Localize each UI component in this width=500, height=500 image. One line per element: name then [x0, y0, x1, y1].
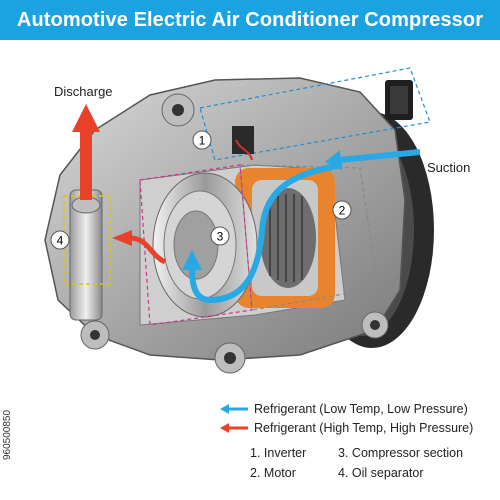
callout-4: 4 [50, 230, 70, 250]
discharge-label: Discharge [54, 84, 113, 99]
scroll-compressor [152, 172, 258, 318]
legend-low-pressure: Refrigerant (Low Temp, Low Pressure) [220, 402, 468, 416]
legend-low-pressure-text: Refrigerant (Low Temp, Low Pressure) [254, 402, 468, 416]
callout-3: 3 [210, 226, 230, 246]
svg-text:1: 1 [199, 134, 206, 148]
callout-1: 1 [192, 130, 212, 150]
inverter-wiring [232, 126, 254, 161]
low-pressure-flow [182, 149, 421, 304]
compressor-box [139, 164, 253, 326]
suction-label: Suction [427, 160, 471, 175]
mounting-lugs [80, 93, 389, 374]
part-item: 3. Compressor section [338, 446, 464, 460]
legend-high-pressure: Refrigerant (High Temp, High Pressure) [220, 421, 473, 435]
part-item: 1. Inverter [250, 446, 307, 460]
svg-text:2: 2 [339, 204, 346, 218]
title-bar: Automotive Electric Air Conditioner Comp… [0, 0, 500, 40]
high-pressure-flow [72, 104, 167, 265]
parts-list: 1. Inverter 3. Compressor section 2. Mot… [250, 446, 463, 486]
legend-high-pressure-text: Refrigerant (High Temp, High Pressure) [254, 421, 474, 435]
part-item: 2. Motor [250, 466, 296, 480]
part-item: 4. Oil separator [338, 466, 424, 480]
callout-2: 2 [332, 200, 352, 220]
stock-id: 960500850 [2, 409, 13, 461]
oil-separator-tube [69, 189, 103, 321]
blue-arrow-icon [220, 404, 248, 414]
svg-text:3: 3 [217, 230, 224, 244]
svg-text:4: 4 [57, 234, 64, 248]
page-title: Automotive Electric Air Conditioner Comp… [16, 8, 484, 31]
red-arrow-icon [220, 423, 248, 433]
electrical-connector [385, 80, 413, 120]
